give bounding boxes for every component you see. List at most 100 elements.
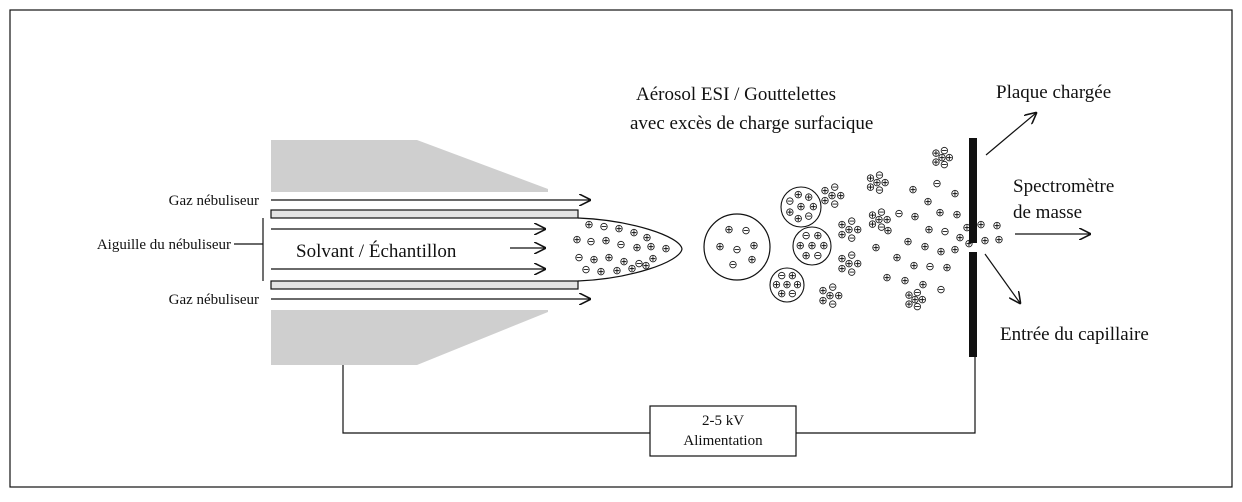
cluster-ion: ⊖ bbox=[913, 286, 922, 299]
cluster-ion: ⊕ bbox=[793, 278, 802, 291]
cone-ion: ⊕ bbox=[612, 264, 621, 277]
free-ion: ⊕ bbox=[992, 219, 1001, 232]
needle-wall-top bbox=[270, 209, 579, 219]
cluster-ion: ⊕ bbox=[819, 239, 828, 252]
cluster-ion: ⊖ bbox=[940, 144, 949, 157]
cone-ion: ⊕ bbox=[619, 255, 628, 268]
cluster-ion: ⊖ bbox=[830, 181, 839, 194]
cluster-ion: ⊕ bbox=[827, 189, 836, 202]
free-ion: ⊕ bbox=[924, 223, 933, 236]
nozzle-bottom-block bbox=[271, 310, 548, 365]
cone-ion: ⊖ bbox=[634, 257, 643, 270]
taylor-cone-ions: ⊕⊖⊕⊕⊕⊕⊖⊕⊖⊕⊕⊕⊖⊕⊕⊕⊖⊕⊖⊕⊕⊕⊕ bbox=[572, 218, 670, 278]
cluster-ion: ⊖ bbox=[785, 195, 794, 208]
cluster-ion: ⊖ bbox=[913, 300, 922, 313]
droplet-ion: ⊖ bbox=[732, 243, 741, 256]
free-ion: ⊖ bbox=[925, 260, 934, 273]
charged-droplet: ⊕⊖⊕⊕⊖⊕ bbox=[837, 249, 862, 279]
cluster-ion: ⊕ bbox=[785, 205, 794, 218]
cone-ion: ⊖ bbox=[616, 238, 625, 251]
cone-ion: ⊕ bbox=[584, 218, 593, 231]
free-ion: ⊕ bbox=[962, 221, 971, 234]
cone-ion: ⊕ bbox=[596, 265, 605, 278]
power-wire-right bbox=[796, 357, 976, 434]
cluster-ion: ⊕ bbox=[853, 223, 862, 236]
large-droplet bbox=[703, 213, 771, 281]
droplet-ion: ⊕ bbox=[747, 253, 756, 266]
cone-ion: ⊕ bbox=[604, 251, 613, 264]
aerosol-label-line2: avec excès de charge surfacique bbox=[630, 113, 873, 134]
cluster-ion: ⊕ bbox=[918, 293, 927, 306]
cone-ion: ⊕ bbox=[614, 222, 623, 235]
charged-droplet: ⊕⊖⊕⊕⊖⊕ bbox=[931, 144, 954, 171]
cone-ion: ⊕ bbox=[641, 259, 650, 272]
free-ion: ⊕ bbox=[871, 241, 880, 254]
free-ion: ⊕ bbox=[936, 245, 945, 258]
cluster-ion: ⊕ bbox=[931, 147, 940, 160]
droplet-ion: ⊖ bbox=[728, 258, 737, 271]
cluster-ion: ⊖ bbox=[847, 215, 856, 228]
taylor-cone bbox=[577, 217, 683, 282]
charged-plate-upper bbox=[969, 138, 977, 243]
cluster-ion: ⊕ bbox=[794, 188, 803, 201]
cone-ion: ⊕ bbox=[589, 253, 598, 266]
charged-plate-lower bbox=[969, 252, 977, 357]
cluster-ion: ⊕ bbox=[782, 278, 791, 291]
droplet-clusters: ⊕⊖⊕⊕⊖⊕⊕⊕⊕⊖⊕⊕⊖⊕⊕⊕⊖⊕⊕⊖⊕⊕⊕⊖⊕⊕⊖⊕⊕⊖⊕⊕⊖⊕⊕⊖⊕⊕⊖⊕… bbox=[769, 144, 954, 313]
cluster-ion: ⊕ bbox=[837, 228, 846, 241]
free-ion: ⊕ bbox=[976, 218, 985, 231]
droplet-ion: ⊖ bbox=[741, 224, 750, 237]
spectrometer-label-line2: de masse bbox=[1013, 202, 1082, 223]
power-wire-left bbox=[342, 365, 650, 434]
free-ion: ⊕ bbox=[903, 235, 912, 248]
cluster-ion: ⊕ bbox=[868, 218, 877, 231]
cluster-ion: ⊕ bbox=[836, 189, 845, 202]
cluster-ion: ⊕ bbox=[796, 200, 805, 213]
free-ion: ⊖ bbox=[936, 283, 945, 296]
plate-label: Plaque chargée bbox=[996, 82, 1111, 103]
cluster-ion: ⊕ bbox=[772, 278, 781, 291]
plate-arrow bbox=[985, 113, 1036, 156]
cluster-ion: ⊖ bbox=[847, 231, 856, 244]
cluster-ion: ⊖ bbox=[828, 297, 837, 310]
cluster-ion: ⊕ bbox=[945, 151, 954, 164]
cluster-ion: ⊕ bbox=[866, 181, 875, 194]
charged-droplet: ⊕⊖⊕⊕⊖⊕⊕ bbox=[769, 267, 805, 303]
cluster-ion: ⊕ bbox=[834, 289, 843, 302]
cone-ion: ⊕ bbox=[642, 231, 651, 244]
cluster-ion: ⊕ bbox=[937, 151, 946, 164]
cluster-ion: ⊕ bbox=[931, 155, 940, 168]
charged-droplet: ⊕⊖⊕⊕⊖⊕ bbox=[818, 281, 843, 311]
cluster-ion: ⊖ bbox=[830, 197, 839, 210]
free-ion: ⊕ bbox=[952, 208, 961, 221]
cluster-ion: ⊕ bbox=[825, 289, 834, 302]
cluster-ion: ⊕ bbox=[910, 293, 919, 306]
cluster-ion: ⊖ bbox=[875, 168, 884, 181]
free-ion: ⊕ bbox=[994, 233, 1003, 246]
needle-label: Aiguille du nébuliseur bbox=[97, 237, 231, 253]
power-label-line2: Alimentation bbox=[683, 433, 763, 449]
cluster-ion: ⊖ bbox=[804, 210, 813, 223]
charged-droplet: ⊕⊖⊕⊕⊖⊕ bbox=[904, 286, 927, 313]
free-ion: ⊕ bbox=[955, 231, 964, 244]
cluster-ion: ⊕ bbox=[880, 176, 889, 189]
free-ions: ⊖⊕⊕⊕⊕⊕⊕⊖⊕⊕⊖⊕⊕⊕⊕⊕⊕⊕⊖⊕⊕⊕⊕⊖⊕⊕⊕⊕⊕⊕⊕ bbox=[871, 177, 1003, 296]
cone-ion: ⊕ bbox=[627, 262, 636, 275]
outer-border bbox=[9, 9, 1233, 488]
cluster-ion: ⊕ bbox=[804, 190, 813, 203]
cluster-ion: ⊕ bbox=[818, 284, 827, 297]
capillary-arrow bbox=[984, 253, 1020, 303]
cluster-ion: ⊕ bbox=[809, 200, 818, 213]
cluster-ion: ⊕ bbox=[796, 239, 805, 252]
free-ion: ⊖ bbox=[940, 225, 949, 238]
droplet-outline bbox=[769, 267, 805, 303]
cluster-ion: ⊖ bbox=[847, 265, 856, 278]
cluster-ion: ⊕ bbox=[820, 194, 829, 207]
cluster-ion: ⊕ bbox=[777, 287, 786, 300]
cluster-ion: ⊕ bbox=[904, 289, 913, 302]
charged-droplet: ⊕⊖⊕⊕⊖⊕ bbox=[820, 181, 845, 211]
free-ion: ⊕ bbox=[923, 195, 932, 208]
gas-top-label: Gaz nébuliseur bbox=[169, 193, 259, 209]
cluster-ion: ⊕ bbox=[882, 213, 891, 226]
cone-ion: ⊕ bbox=[601, 234, 610, 247]
